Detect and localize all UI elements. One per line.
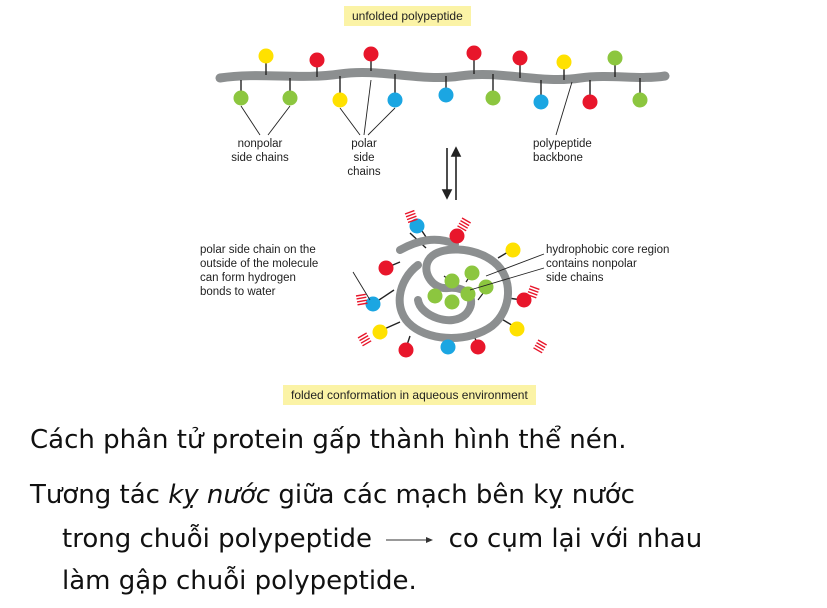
nonpolar-label: nonpolar side chains xyxy=(231,138,289,164)
side-chain-green xyxy=(632,92,648,108)
right-arrow-icon xyxy=(386,536,434,543)
body-line-3: trong chuỗi polypeptide co cụm lại với n… xyxy=(62,524,703,554)
side-chain-yellow xyxy=(556,54,572,70)
side-chain-red xyxy=(466,45,482,61)
unfolded-pointers xyxy=(240,79,573,136)
side-chain-green xyxy=(282,90,298,106)
surface-polar-red xyxy=(470,339,486,355)
side-chain-blue xyxy=(438,87,454,103)
side-chain-green xyxy=(233,90,249,106)
side-chain-yellow xyxy=(258,48,274,64)
side-chain-red xyxy=(582,94,598,110)
side-chain-blue xyxy=(387,92,403,108)
surface-polar-blue xyxy=(409,218,425,234)
core-nonpolar xyxy=(427,288,443,304)
surface-polar-red xyxy=(516,292,532,308)
core-nonpolar xyxy=(478,279,494,295)
surface-polar-blue xyxy=(365,296,381,312)
side-chain-red xyxy=(309,52,325,68)
body-line-4: làm gập chuỗi polypeptide. xyxy=(62,566,417,596)
unfolded-backbone xyxy=(215,67,670,85)
polar-outside-label: polar side chain on the outside of the m… xyxy=(200,244,319,298)
core-nonpolar xyxy=(460,286,476,302)
hydrophobic-core-label: hydrophobic core region contains nonpola… xyxy=(546,244,670,284)
folded-label: folded conformation in aqueous environme… xyxy=(283,385,536,405)
surface-polar-red xyxy=(378,260,394,276)
side-chain-green xyxy=(485,90,501,106)
protein-folding-diagram xyxy=(215,45,670,358)
folded-protein xyxy=(365,218,532,358)
side-chain-green xyxy=(607,50,623,66)
body-line-2: Tương tác kỵ nước giữa các mạch bên kỵ n… xyxy=(30,480,635,510)
surface-polar-red xyxy=(449,228,465,244)
body-line-1: Cách phân tử protein gấp thành hình thể … xyxy=(30,425,627,455)
surface-polar-red xyxy=(398,342,414,358)
core-nonpolar xyxy=(444,294,460,310)
side-chain-blue xyxy=(533,94,549,110)
side-chain-red xyxy=(363,46,379,62)
folded-pointers xyxy=(352,253,545,301)
core-nonpolar xyxy=(444,273,460,289)
side-chain-yellow xyxy=(332,92,348,108)
surface-polar-yellow xyxy=(372,324,388,340)
core-nonpolar xyxy=(464,265,480,281)
surface-polar-yellow xyxy=(509,321,525,337)
surface-polar-blue xyxy=(440,339,456,355)
unfolded-label: unfolded polypeptide xyxy=(344,6,471,26)
water-molecule-marks xyxy=(355,209,548,354)
surface-polar-yellow xyxy=(505,242,521,258)
equilibrium-arrows xyxy=(441,146,462,200)
side-chain-red xyxy=(512,50,528,66)
backbone-label: polypeptide backbone xyxy=(533,138,592,164)
polar-label: polar side chains xyxy=(347,138,381,178)
unfolded-side-chain-balls xyxy=(233,45,648,110)
